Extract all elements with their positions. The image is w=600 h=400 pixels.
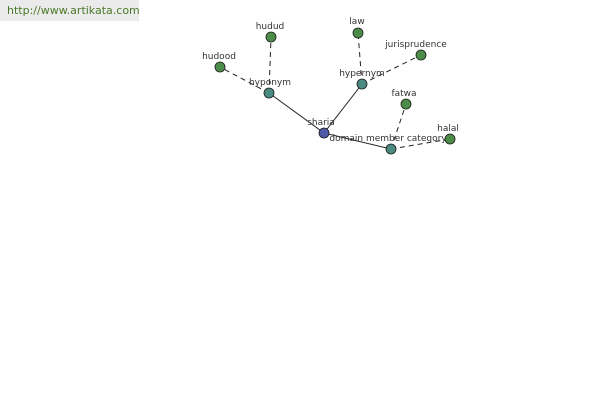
edge-sharia-hyponym (268, 92, 325, 134)
node-hyponym[interactable] (263, 87, 275, 99)
node-hudood[interactable] (214, 61, 226, 73)
site-url[interactable]: http://www.artikata.com (0, 0, 140, 21)
label-jurisprudence[interactable]: jurisprudence (384, 40, 447, 50)
label-law[interactable]: law (349, 17, 364, 27)
label-fatwa[interactable]: fatwa (391, 89, 416, 99)
edge-hyponym-hudud (268, 36, 272, 94)
node-jurisprudence[interactable] (415, 49, 427, 61)
node-law[interactable] (352, 27, 364, 39)
edge-sharia-domain (323, 132, 392, 150)
label-sharia[interactable]: sharia (307, 118, 335, 128)
node-domain-member-category[interactable] (385, 143, 397, 155)
label-hyponym[interactable]: hyponym (249, 78, 291, 88)
node-fatwa[interactable] (400, 98, 412, 110)
label-hypernym[interactable]: hypernym (339, 69, 385, 79)
label-hudud[interactable]: hudud (256, 22, 285, 32)
edge-domain-fatwa (390, 103, 407, 150)
node-hudud[interactable] (265, 31, 277, 43)
graph-nodes (214, 27, 456, 155)
edge-hypernym-jurisprudence (361, 54, 422, 85)
graph-labels: sharia hyponym hypernym domain member ca… (202, 17, 459, 144)
label-hudood[interactable]: hudood (202, 52, 236, 62)
node-halal[interactable] (444, 133, 456, 145)
node-sharia[interactable] (318, 127, 330, 139)
edge-domain-halal (390, 138, 451, 150)
label-halal[interactable]: halal (437, 124, 459, 134)
node-hypernym[interactable] (356, 78, 368, 90)
graph-edges (219, 32, 451, 150)
edge-sharia-hypernym (323, 83, 363, 134)
label-domain-member-category[interactable]: domain member category (329, 134, 447, 144)
edge-hyponym-hudood (219, 66, 270, 94)
